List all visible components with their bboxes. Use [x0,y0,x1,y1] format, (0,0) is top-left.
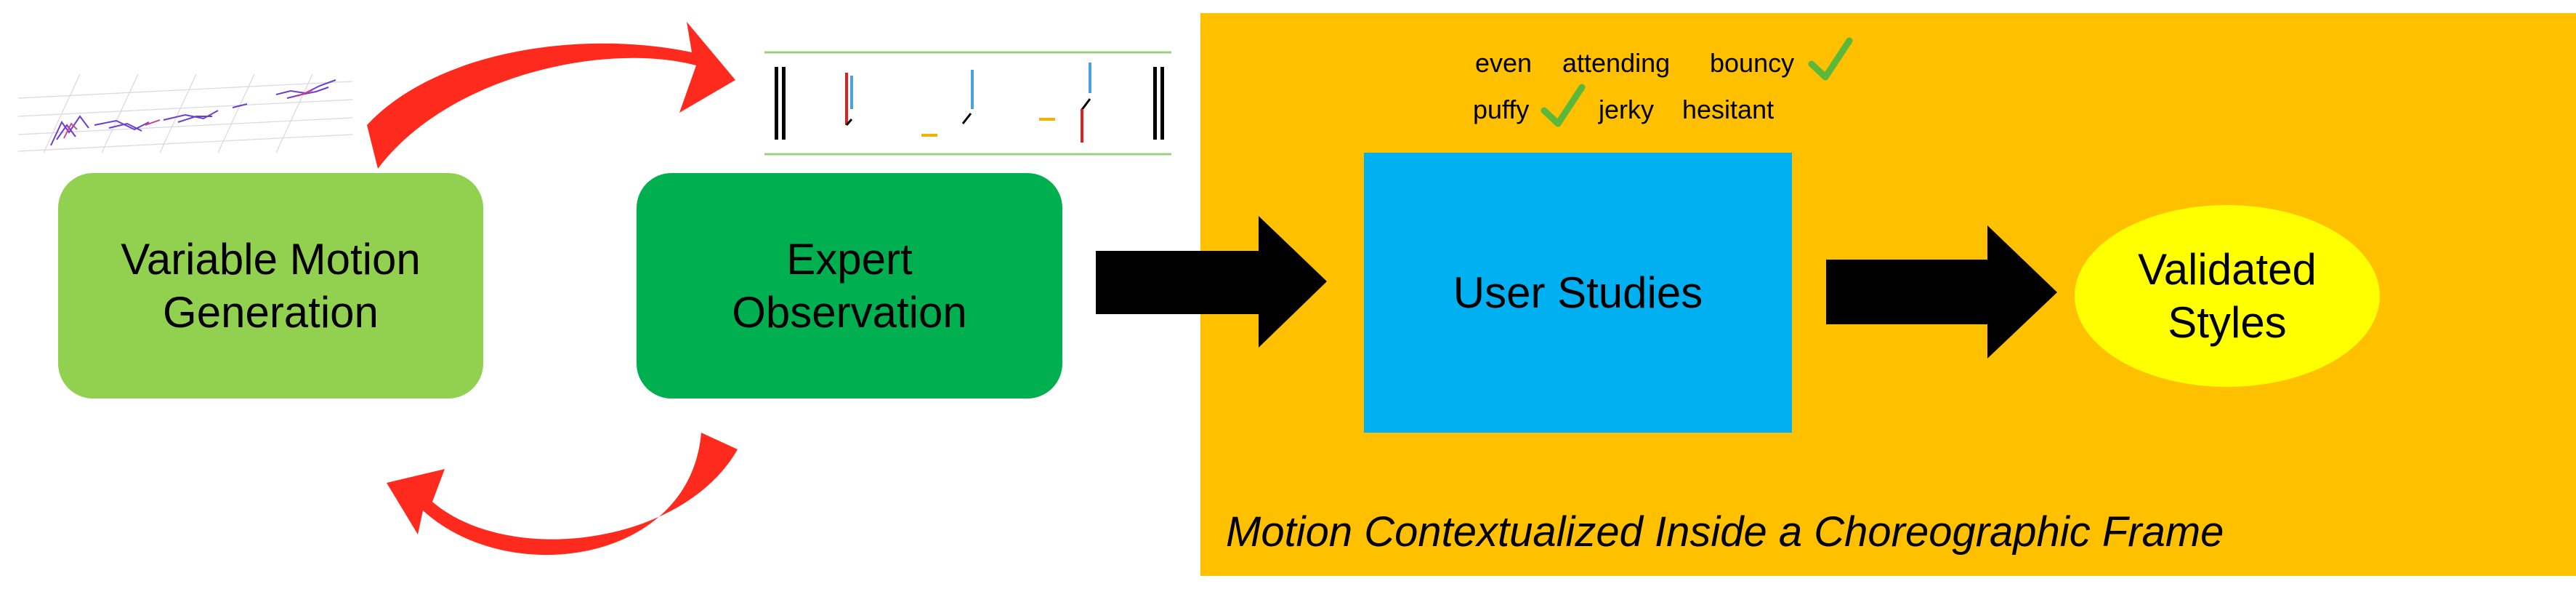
style-word-hesitant: hesitant [1682,95,1774,124]
variable-motion-generation-box: Variable Motion Generation [58,173,483,398]
check-icon [1808,37,1853,81]
flow-arrow-icon [1096,216,1327,348]
cycle-arrow-icon [387,433,738,556]
observation-label-line1: Expert [786,234,913,284]
expert-observation-box: Expert Observation [637,173,1062,398]
user-studies-box: User Studies [1364,153,1792,433]
validated-styles-ellipse: Validated Styles [2075,205,2380,387]
style-word-jerky: jerky [1599,95,1655,124]
style-word-puffy: puffy [1473,95,1530,124]
style-word-even: even [1475,48,1533,78]
generation-label-line2: Generation [163,288,379,337]
motion-trace-thumbnail [17,71,353,153]
user-studies-label: User Studies [1453,268,1703,317]
validated-styles-label: Validated Styles [2138,244,2317,347]
frame-label: Motion Contextualized Inside a Choreogra… [1226,508,2224,556]
check-icon [1541,84,1586,127]
timeline-thumbnail [764,51,1171,156]
style-word-attending: attending [1562,48,1671,78]
observation-label-line2: Observation [732,288,967,337]
generation-label-line1: Variable Motion [121,234,421,284]
flow-arrow-icon [1826,225,2057,358]
cycle-arrow-icon [367,22,735,169]
style-word-bouncy: bouncy [1710,48,1795,78]
